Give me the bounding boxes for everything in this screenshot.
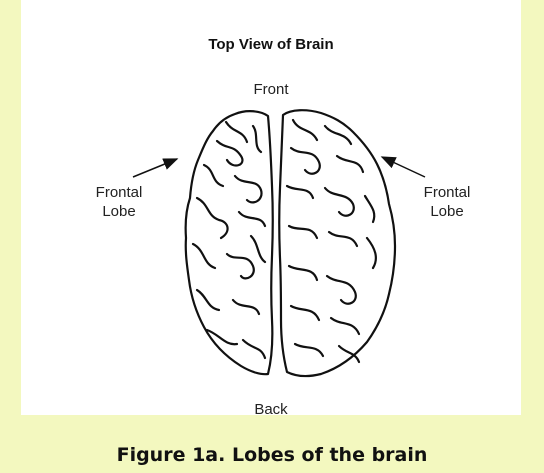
arrow-right-frontal-lobe (382, 157, 425, 177)
figure-panel: Top View of Brain Front Frontal Lobe Fro… (21, 0, 521, 415)
label-back: Back (21, 400, 521, 419)
brain-top-view-illustration (21, 0, 521, 415)
right-hemisphere (279, 110, 395, 376)
left-hemisphere (186, 111, 273, 374)
arrow-left-frontal-lobe (133, 159, 177, 177)
figure-caption: Figure 1a. Lobes of the brain (0, 444, 544, 466)
